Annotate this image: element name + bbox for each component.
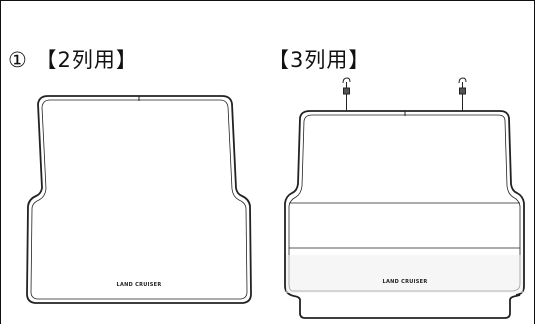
brand-logo-left: LAND CRUISER (116, 282, 161, 288)
label-2-row: ① 【2列用】 (8, 48, 138, 72)
brand-logo-right: LAND CRUISER (382, 279, 427, 285)
hook-right-icon (458, 77, 467, 112)
hook-left-icon (342, 77, 351, 112)
label-3-row: 【3列用】 (268, 48, 371, 72)
mat-2-row-outline (26, 95, 252, 304)
